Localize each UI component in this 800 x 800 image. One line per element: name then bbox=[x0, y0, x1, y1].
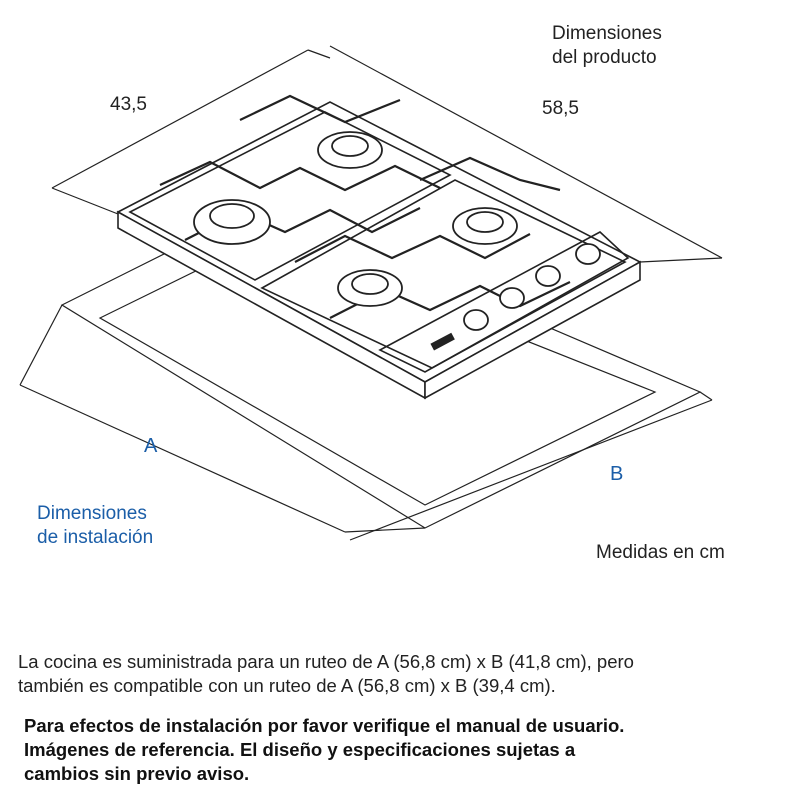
burners bbox=[193, 131, 518, 307]
units-label: Medidas en cm bbox=[596, 542, 725, 563]
routing-note-line: La cocina es suministrada para un ruteo … bbox=[18, 651, 634, 672]
label-a: A bbox=[144, 435, 158, 457]
product-label-line: del producto bbox=[552, 47, 657, 68]
disclaimer-line: Imágenes de referencia. El diseño y espe… bbox=[24, 739, 576, 760]
cooktop bbox=[116, 101, 642, 400]
disclaimer-line: Para efectos de instalación por favor ve… bbox=[24, 715, 625, 736]
installation-dimensions-label: Dimensiones de instalación bbox=[37, 502, 153, 550]
label-b: B bbox=[610, 463, 624, 485]
knobs bbox=[463, 243, 601, 331]
dimension-line-a bbox=[19, 384, 346, 533]
grates bbox=[159, 94, 571, 319]
width-value: 58,5 bbox=[542, 98, 579, 119]
dimension-line-width bbox=[329, 45, 723, 259]
dimension-line-b bbox=[349, 399, 713, 541]
product-dimensions-label: Dimensiones del producto bbox=[552, 22, 662, 70]
disclaimer-line: cambios sin previo aviso. bbox=[24, 763, 250, 784]
install-label-line: Dimensiones bbox=[37, 503, 147, 524]
routing-note: La cocina es suministrada para un ruteo … bbox=[18, 650, 788, 698]
disclaimer: Para efectos de instalación por favor ve… bbox=[24, 714, 794, 786]
depth-value: 43,5 bbox=[110, 94, 147, 115]
product-label-line: Dimensiones bbox=[552, 23, 662, 44]
install-label-line: de instalación bbox=[37, 527, 154, 548]
routing-note-line: también es compatible con un ruteo de A … bbox=[18, 675, 556, 696]
dimension-line-depth bbox=[51, 49, 309, 189]
